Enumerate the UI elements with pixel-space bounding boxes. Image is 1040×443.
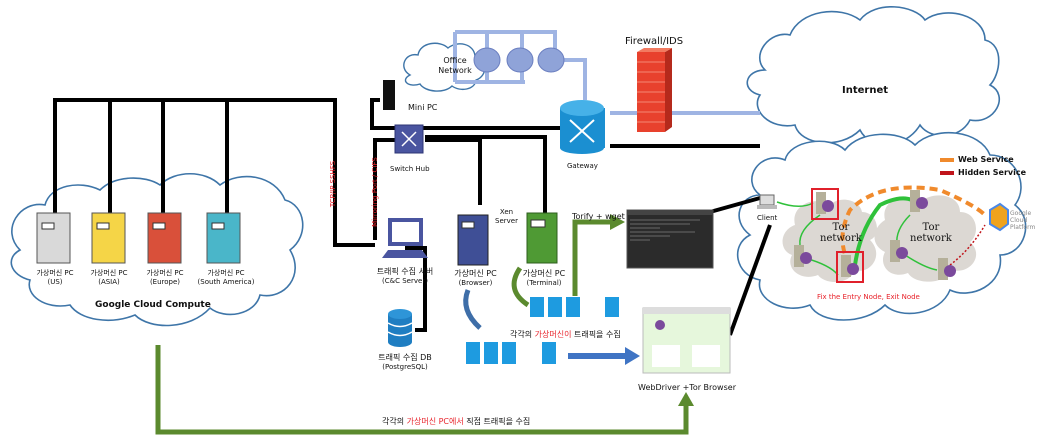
vm-collect-caption: 각각의 가상머신이 트래픽을 수집 [510,330,621,339]
terminal-vm-sub: (Terminal) [526,279,562,287]
google-cloud-platform-label: Google Cloud Platform [1010,210,1036,231]
router-icons [473,47,565,73]
cc-server-icon [382,218,428,258]
vm-pc-south-america [206,212,241,264]
vm-pc-title: 가상머신 PC [90,269,128,277]
browser-vm-label: 가상머신 PC(Browser) [448,268,503,287]
vm-pc-europe-label: 가상머신 PC(Europe) [140,268,190,286]
webdriver-label: WebDriver +Tor Browser [638,383,736,392]
google-cloud-platform-icon [989,202,1009,232]
vm-pc-asia-label: 가상머신 PC(ASIA) [84,268,134,286]
office-links [453,30,760,115]
mini-pc-label: Mini PC [408,103,438,112]
torify-label: Torify + wget [572,212,625,221]
firewall-label: Firewall/IDS [625,36,684,47]
terminal-vm-title: 가상머신 PC [522,269,566,278]
internet-cloud [746,6,1001,146]
vm-pc-us-label: 가상머신 PC(US) [30,268,80,286]
vm-instances-bottom [466,342,556,364]
terminal-vm-label: 가상머신 PC(Terminal) [515,268,573,287]
legend-hidden-service-swatch [940,171,954,175]
office-network-label: Office Network [438,56,472,75]
tcpip-sshfs-label: TCP/IP SSHFS [329,160,337,208]
client-icon [757,194,777,209]
gateway-icon [560,100,605,154]
mirroring-label: Mirroring Port / CIFS [371,157,379,227]
legend-web-service-swatch [940,158,954,162]
database-icon [387,309,413,347]
vm-pc-title: 가상머신 PC [146,269,184,277]
cc-server-sub: (C&C Server) [382,277,428,285]
tor-relays [794,188,956,283]
pc-collect-caption: 각각의 가상머신 PC에서 직접 트래픽을 수집 [382,417,531,426]
browser-vm-title: 가상머신 PC [454,269,497,278]
vm-pc-region: (Europe) [149,278,181,286]
vm-pc-region: (South America) [197,278,255,286]
tor-browser-window [642,307,731,374]
gateway-label: Gateway [567,162,598,170]
vm-pc-asia [91,212,126,264]
client-label: Client [757,214,778,222]
vm-pc-title: 가상머신 PC [207,269,245,277]
db-label: 트래픽 수집 DB(PostgreSQL) [370,352,440,371]
tor-network-2-label: Tor network [910,222,952,244]
xen-server-label: Xen Server [495,208,518,225]
vm-pc-region: (ASIA) [98,278,120,286]
tor-network-1-label: Tor network [820,222,862,244]
tor-paths [776,185,987,276]
vm-pc-south-america-label: 가상머신 PC(South America) [196,268,256,286]
db-title: 트래픽 수집 DB [378,353,432,362]
vm-instances-top [530,297,619,317]
legend-swatches [940,158,954,175]
vm-pc-title: 가상머신 PC [36,269,74,277]
cc-server-label: 트래픽 수집 서버(C&C Server) [370,266,440,285]
vm-pc-europe [147,212,182,264]
terminal-window [626,209,714,269]
fix-nodes-caption: Fix the Entry Node, Exit Node [817,293,920,301]
vm-bus-wires [53,98,375,247]
flow-arrows [155,214,694,435]
terminal-vm-icon [526,212,558,264]
legend-hidden-service: Hidden Service [958,168,1027,177]
browser-vm-sub: (Browser) [458,279,493,287]
internet-label: Internet [842,85,889,96]
legend-web-service: Web Service [958,155,1014,164]
mini-pc-icon [383,80,395,110]
vm-pc-us [36,212,71,264]
vm-pc-region: (US) [47,278,63,286]
google-cloud-compute-label: Google Cloud Compute [95,300,211,310]
cc-server-title: 트래픽 수집 서버 [376,267,434,276]
switch-hub-label: Switch Hub [390,165,430,173]
browser-vm-icon [457,214,489,266]
switch-hub-icon [394,124,424,154]
firewall-icon [637,48,672,132]
db-sub: (PostgreSQL) [382,363,428,371]
